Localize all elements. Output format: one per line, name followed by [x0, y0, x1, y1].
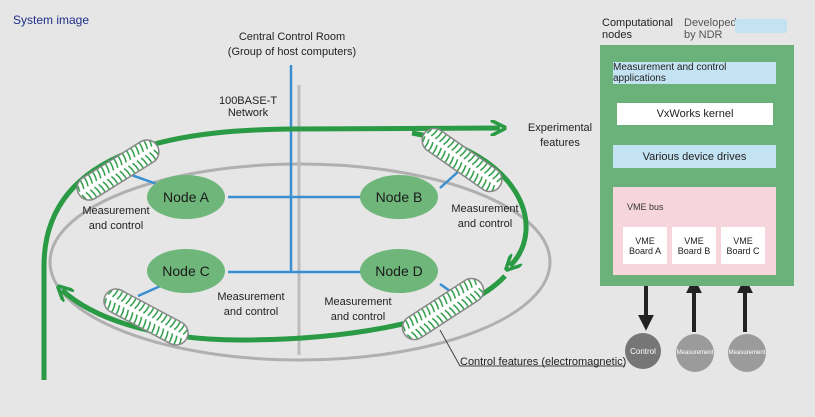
node-b: Node B: [360, 175, 438, 219]
board-c-line1: VME: [733, 235, 753, 246]
legend-developed: Developed by NDR: [684, 17, 737, 41]
legend-developed-line1: Developed: [684, 17, 737, 29]
vme-bus-label: VME bus: [627, 202, 664, 212]
coil-a: [76, 139, 160, 201]
control-features-pointer: [439, 329, 625, 367]
control-circle: Control: [625, 333, 661, 369]
mc-d-line2: and control: [330, 311, 386, 323]
mc-b-line2: and control: [457, 218, 513, 230]
mc-d-line1: Measurement: [324, 296, 392, 308]
mc-label-a: Measurement and control: [80, 205, 152, 232]
board-b-line1: VME: [684, 235, 704, 246]
control-room-line2: (Group of host computers): [227, 46, 357, 58]
kernel-box: VxWorks kernel: [617, 103, 773, 125]
vme-board-a: VME Board A: [623, 227, 667, 264]
board-c-line2: Board C: [726, 245, 760, 256]
node-c: Node C: [147, 249, 225, 293]
board-a-line2: Board A: [628, 245, 662, 256]
measurement-circle-1: Measurement: [676, 334, 714, 372]
node-a: Node A: [147, 175, 225, 219]
control-features-label: Control features (electromagnetic): [460, 356, 627, 368]
network-line1: 100BASE-T: [218, 95, 278, 107]
mc-a-line1: Measurement: [82, 205, 150, 217]
legend-developed-line2: by NDR: [684, 29, 723, 41]
mc-label-d: Measurement and control: [320, 296, 396, 323]
mc-c-line1: Measurement: [217, 291, 285, 303]
vme-board-c: VME Board C: [721, 227, 765, 264]
mc-a-line2: and control: [88, 220, 144, 232]
experimental-line1: Experimental: [527, 122, 593, 134]
control-room-line1: Central Control Room: [238, 31, 346, 43]
mc-c-line2: and control: [223, 306, 279, 318]
legend-computational-line1: Computational: [602, 17, 673, 29]
mc-b-line1: Measurement: [451, 203, 519, 215]
control-room-label: Central Control Room (Group of host comp…: [222, 31, 362, 58]
apps-box: Measurement and control applications: [613, 62, 776, 84]
drivers-box: Various device drives: [613, 145, 776, 168]
mc-label-b: Measurement and control: [449, 203, 521, 230]
experimental-features-label: Experimental features: [521, 122, 599, 149]
page-title: System image: [13, 13, 90, 27]
legend-developed-swatch: [735, 19, 787, 33]
node-d: Node D: [360, 249, 438, 293]
legend-computational-line2: nodes: [602, 29, 632, 41]
coil-b: [421, 127, 503, 193]
network-line2: Network: [227, 107, 269, 119]
board-a-line1: VME: [635, 235, 655, 246]
measurement-circle-2: Measurement: [728, 334, 766, 372]
experimental-line2: features: [540, 137, 580, 149]
mc-label-c: Measurement and control: [213, 291, 289, 318]
vme-board-b: VME Board B: [672, 227, 716, 264]
coil-c: [103, 288, 189, 346]
coil-d: [401, 277, 485, 341]
legend-computational: Computational nodes: [602, 17, 673, 41]
board-b-line2: Board B: [677, 245, 711, 256]
network-label: 100BASE-T Network: [214, 95, 282, 119]
